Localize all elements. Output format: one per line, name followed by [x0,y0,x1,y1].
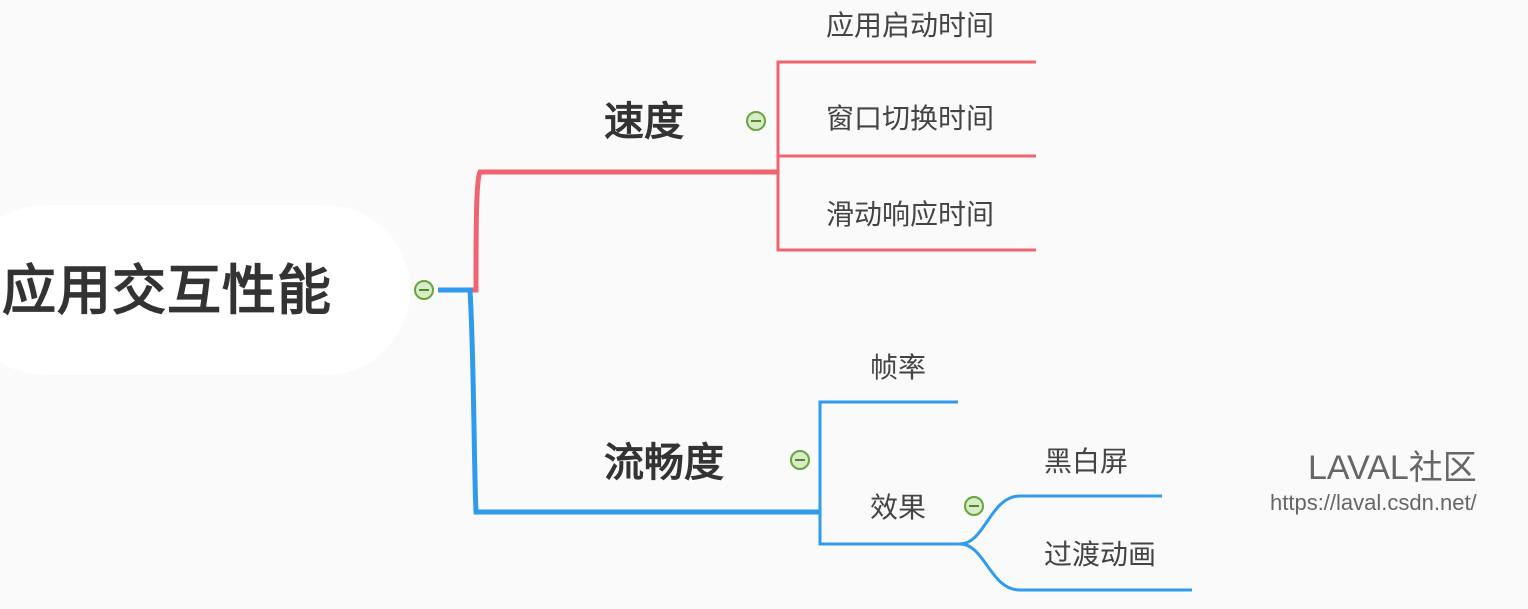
leaf-swipe-response-time[interactable]: 滑动响应时间 [826,198,995,231]
watermark-url: https://laval.csdn.net/ [1270,490,1477,515]
leaf-frame-rate[interactable]: 帧率 [870,351,927,384]
root-bubble [0,205,410,375]
leaf-app-launch-time[interactable]: 应用启动时间 [826,9,995,42]
minus-circle-icon[interactable] [790,450,810,470]
leaf-effect[interactable]: 效果 [870,491,927,524]
connector-root-smooth [438,287,820,515]
root-node[interactable]: 应用交互性能 [2,259,332,322]
minus-circle-icon[interactable] [746,111,766,131]
connector-root-speed [438,169,778,293]
branch-smoothness[interactable]: 流畅度 [604,440,724,486]
minus-circle-icon[interactable] [414,280,434,300]
branch-speed[interactable]: 速度 [604,99,684,145]
leaf-transition-animation[interactable]: 过渡动画 [1044,538,1157,571]
minus-circle-icon[interactable] [964,496,984,516]
connector-speed-children [776,60,1036,252]
leaf-window-switch-time[interactable]: 窗口切换时间 [826,102,995,135]
connector-effect-children [959,494,1192,592]
leaf-black-white-screen[interactable]: 黑白屏 [1044,445,1129,478]
watermark-title: LAVAL社区 [1308,449,1477,487]
connector-smooth-children [818,400,960,546]
